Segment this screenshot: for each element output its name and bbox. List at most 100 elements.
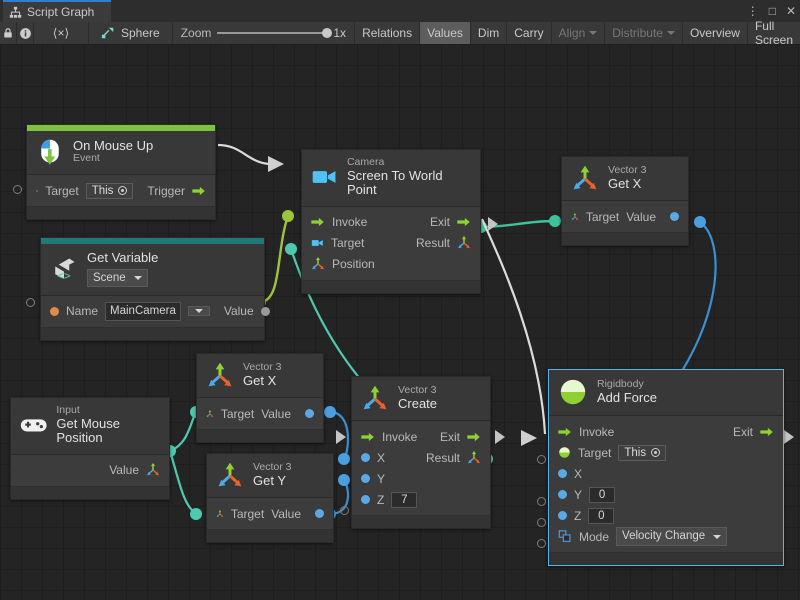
port-dot-z[interactable] — [361, 495, 370, 504]
port-label-result: Result — [426, 451, 460, 465]
lock-button[interactable] — [0, 22, 17, 44]
port-label-value: Value — [224, 304, 254, 318]
port-row-position: Position — [302, 254, 480, 275]
port-row-invoke: Invoke Exit — [352, 426, 490, 447]
node-get-variable[interactable]: <> Get Variable Scene Name MainCamera — [40, 237, 265, 341]
code-button[interactable]: ⟨×⟩ — [34, 22, 89, 44]
port-dot-y[interactable] — [361, 474, 370, 483]
port-dot-value[interactable] — [305, 409, 314, 418]
node-header: Camera Screen To World Point — [302, 150, 480, 207]
wire-endpoint — [190, 508, 202, 520]
target-picker-icon[interactable] — [118, 186, 127, 195]
toolbar-item-overview[interactable]: Overview — [683, 22, 748, 44]
vector3-port-icon — [457, 236, 471, 250]
flow-in-icon — [311, 217, 325, 227]
y-input[interactable]: 0 — [589, 487, 615, 503]
port-label-position: Position — [332, 257, 375, 271]
port-label-z: Z — [574, 509, 581, 523]
port-external-rigidbody-y[interactable] — [537, 497, 546, 506]
toolbar-item-relations[interactable]: Relations — [355, 22, 420, 44]
toolbar-item-dim[interactable]: Dim — [471, 22, 507, 44]
port-external-rigidbody-z[interactable] — [537, 518, 546, 527]
variable-name-value: MainCamera — [110, 304, 176, 318]
target-value-button[interactable]: This — [86, 183, 134, 199]
unity-variable-icon: <> — [50, 255, 78, 283]
node-body: Value — [11, 455, 169, 486]
vector3-icon — [361, 384, 389, 412]
node-subtitle: Vector 3 — [243, 362, 282, 374]
port-external-create-invoke[interactable] — [340, 506, 349, 515]
port-dot-value[interactable] — [315, 509, 324, 518]
toolbar-item-carry[interactable]: Carry — [507, 22, 551, 44]
graph-object[interactable]: Sphere — [89, 22, 173, 44]
chevron-down-icon — [713, 535, 721, 539]
node-input-get-mouse-position[interactable]: Input Get Mouse Position Value — [10, 397, 170, 500]
toolbar-item-distribute[interactable]: Distribute — [605, 22, 683, 44]
node-vector3-get-x-top[interactable]: Vector 3 Get X Target Value — [561, 156, 689, 246]
menu-icon[interactable]: ⋮ — [747, 5, 759, 17]
node-camera-screen-to-world-point[interactable]: Camera Screen To World Point Invoke Exit — [301, 149, 481, 294]
node-vector3-get-y-mid[interactable]: Vector 3 Get Y Target Value — [206, 453, 334, 543]
node-body: Name MainCamera Value — [41, 296, 264, 327]
flow-out-icon — [457, 217, 471, 227]
scope-dropdown[interactable]: Scene — [87, 269, 148, 287]
target-picker-icon[interactable] — [651, 448, 660, 457]
node-body: Invoke Exit Target Result — [302, 207, 480, 280]
z-input[interactable]: 7 — [391, 492, 417, 508]
node-on-mouse-up[interactable]: On Mouse Up Event Target This Tr — [26, 124, 216, 220]
node-rigidbody-add-force[interactable]: Rigidbody Add Force Invoke Exit — [548, 369, 784, 566]
port-row-x: X Result — [352, 447, 490, 468]
z-input[interactable]: 0 — [588, 508, 614, 524]
zoom-control[interactable]: Zoom 1x — [173, 22, 355, 44]
port-label-y: Y — [377, 472, 385, 486]
port-row-target-value: Target Value — [562, 206, 688, 227]
node-titles: Camera Screen To World Point — [347, 157, 471, 198]
port-dot-value[interactable] — [670, 212, 679, 221]
zoom-slider[interactable] — [217, 32, 327, 34]
node-subtitle: Rigidbody — [597, 379, 657, 391]
toolbar-item-values[interactable]: Values — [420, 22, 471, 44]
node-vector3-create[interactable]: Vector 3 Create Invoke Exit — [351, 376, 491, 529]
target-value-button[interactable]: This — [618, 445, 666, 461]
port-dot-z[interactable] — [558, 511, 567, 520]
info-icon — [19, 27, 32, 40]
wire-endpoint — [282, 210, 294, 222]
node-header: Vector 3 Create — [352, 377, 490, 421]
port-row-target: Target Result — [302, 233, 480, 254]
node-header: Vector 3 Get X — [562, 157, 688, 201]
port-label-x: X — [377, 451, 385, 465]
node-titles: Rigidbody Add Force — [597, 379, 657, 405]
port-dot-x[interactable] — [361, 453, 370, 462]
wire-endpoint — [338, 474, 350, 486]
info-button[interactable] — [17, 22, 34, 44]
vector3-port-icon — [571, 210, 579, 224]
toolbar-item-align[interactable]: Align — [552, 22, 606, 44]
script-machine-icon — [101, 26, 115, 40]
port-dot-name[interactable] — [50, 307, 59, 316]
port-dot-value[interactable] — [261, 307, 270, 316]
tab-script-graph[interactable]: Script Graph — [3, 0, 111, 22]
close-icon[interactable]: ✕ — [786, 5, 796, 17]
port-label-value: Value — [626, 210, 656, 224]
variable-name-dropdown[interactable] — [188, 306, 210, 316]
mode-dropdown[interactable]: Velocity Change — [616, 527, 727, 545]
zoom-slider-handle[interactable] — [322, 28, 332, 38]
vector3-icon — [571, 164, 599, 192]
graph-canvas[interactable]: On Mouse Up Event Target This Tr — [0, 44, 800, 600]
port-dot-y[interactable] — [558, 490, 567, 499]
port-label-target: Target — [221, 407, 254, 421]
port-external-rigidbody-mode[interactable] — [537, 539, 546, 548]
node-vector3-get-x-mid[interactable]: Vector 3 Get X Target Value — [196, 353, 324, 443]
port-dot-x[interactable] — [558, 469, 567, 478]
port-label-exit: Exit — [430, 215, 450, 229]
port-external-mouseup-target[interactable] — [13, 185, 22, 194]
toolbar-item-full-screen[interactable]: Full Screen — [748, 22, 800, 44]
node-title: Get X — [243, 374, 282, 389]
variable-name-field[interactable]: MainCamera — [105, 302, 181, 320]
maximize-icon[interactable]: □ — [769, 5, 776, 17]
node-footer — [197, 429, 323, 442]
port-external-rigidbody-target[interactable] — [537, 455, 546, 464]
port-external-getvariable-name[interactable] — [26, 298, 35, 307]
port-label-x: X — [574, 467, 582, 481]
toolbar-label: Relations — [362, 26, 412, 40]
